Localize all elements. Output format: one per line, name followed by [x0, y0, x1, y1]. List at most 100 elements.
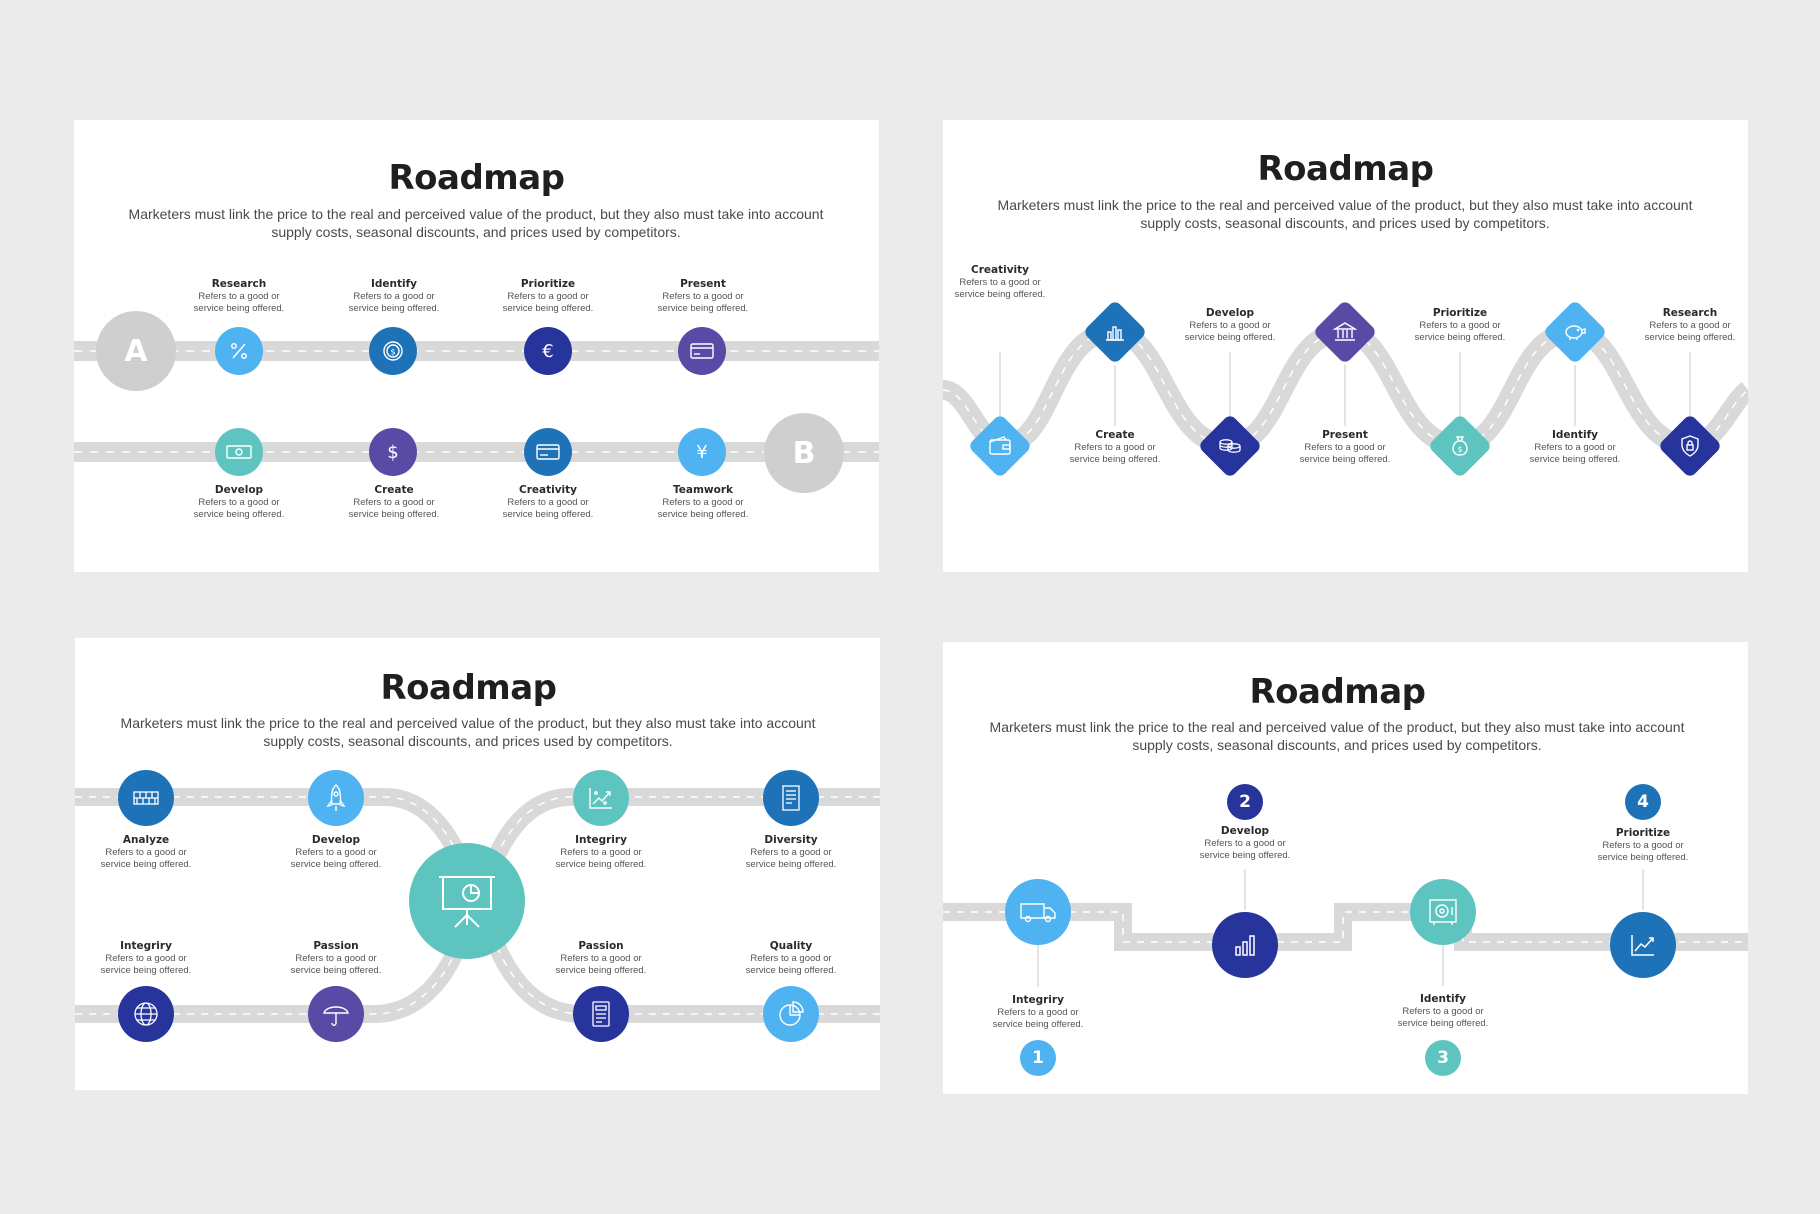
step-title: Quality: [769, 940, 813, 952]
step-text: Refers to a good or service being offere…: [100, 953, 192, 976]
credit-card-icon: [678, 327, 726, 375]
coin-icon: $: [369, 327, 417, 375]
step-title: Identify: [1419, 993, 1467, 1005]
step-text: Refers to a good or service being offere…: [1644, 320, 1736, 343]
rocket-icon: [308, 770, 364, 826]
slide-title: Roadmap: [388, 158, 565, 198]
road-lines: [74, 341, 879, 462]
safe-icon: [1410, 879, 1476, 945]
step-title: Prioritize: [1615, 827, 1671, 839]
step-title: Integriry: [1012, 994, 1064, 1006]
step-title: Diversity: [764, 834, 818, 846]
banknote-icon: [215, 428, 263, 476]
step-title: Develop: [1205, 307, 1255, 319]
bar-chart-icon: [1082, 299, 1148, 365]
step-text: Refers to a good or service being offere…: [555, 953, 647, 976]
step-text: Refers to a good or service being offere…: [657, 497, 749, 520]
step-title: Develop: [311, 834, 361, 846]
step-title: Present: [680, 278, 726, 290]
globe-icon: [118, 986, 174, 1042]
slide-roadmap-crossing: Roadmap Marketers must link the price to…: [75, 638, 880, 1090]
step-text: Refers to a good or service being offere…: [348, 497, 440, 520]
slide-roadmap-steps: Roadmap Marketers must link the price to…: [943, 642, 1748, 1094]
line-chart-icon: [1610, 912, 1676, 978]
slide-description: Marketers must link the price to the rea…: [997, 197, 1693, 231]
step-text: Refers to a good or service being offere…: [1069, 442, 1161, 465]
step-title: Passion: [578, 940, 624, 952]
card-icon: [524, 428, 572, 476]
step-number-badge: 1: [1020, 1040, 1056, 1076]
letter-a-marker: A: [96, 311, 176, 391]
step-title: Present: [1322, 429, 1368, 441]
letter-b-marker: B: [764, 413, 844, 493]
step-title: Teamwork: [673, 484, 733, 496]
step-title: Integriry: [120, 940, 172, 952]
growth-chart-icon: [573, 770, 629, 826]
step-text: Refers to a good or service being offere…: [1414, 320, 1506, 343]
step-number-badge: 2: [1227, 784, 1263, 820]
step-text: Refers to a good or service being offere…: [555, 847, 647, 870]
piggy-bank-icon: [1542, 299, 1608, 365]
step-text: Refers to a good or service being offere…: [1299, 442, 1391, 465]
step-title: Integriry: [575, 834, 627, 846]
percent-icon: [215, 327, 263, 375]
svg-text:$: $: [1457, 445, 1462, 454]
receipt-icon: [763, 770, 819, 826]
step-text: Refers to a good or service being offere…: [954, 277, 1046, 300]
step-text: Refers to a good or service being offere…: [657, 291, 749, 314]
bank-icon: [1312, 299, 1378, 365]
step-title: Create: [1095, 429, 1135, 441]
step-text: Refers to a good or service being offere…: [745, 847, 837, 870]
step-title: Prioritize: [520, 278, 576, 290]
step-text: Refers to a good or service being offere…: [1199, 838, 1291, 861]
presentation-board-icon: [409, 843, 525, 959]
step-number-badge: 4: [1625, 784, 1661, 820]
truck-icon: [1005, 879, 1071, 945]
step-title: Passion: [313, 940, 359, 952]
step-title: Create: [374, 484, 414, 496]
step-text: Refers to a good or service being offere…: [1597, 840, 1689, 863]
step-text: Refers to a good or service being offere…: [1397, 1006, 1489, 1029]
pie-chart-icon: [763, 986, 819, 1042]
step-text: Refers to a good or service being offere…: [100, 847, 192, 870]
step-title: Identify: [1551, 429, 1599, 441]
yen-icon: ¥: [678, 428, 726, 476]
step-title: Research: [1662, 307, 1718, 319]
slide-title: Roadmap: [1257, 149, 1434, 189]
slide-title: Roadmap: [1249, 672, 1426, 712]
coins-stack-icon: [1197, 413, 1263, 479]
slide-title: Roadmap: [380, 668, 557, 708]
bricks-icon: [118, 770, 174, 826]
step-title: Analyze: [122, 834, 170, 846]
step-title: Creativity: [970, 264, 1030, 276]
step-text: Refers to a good or service being offere…: [1184, 320, 1276, 343]
slide-roadmap-a-b: Roadmap Marketers must link the price to…: [74, 120, 879, 572]
step-text: Refers to a good or service being offere…: [1529, 442, 1621, 465]
money-bag-icon: $: [1427, 413, 1493, 479]
